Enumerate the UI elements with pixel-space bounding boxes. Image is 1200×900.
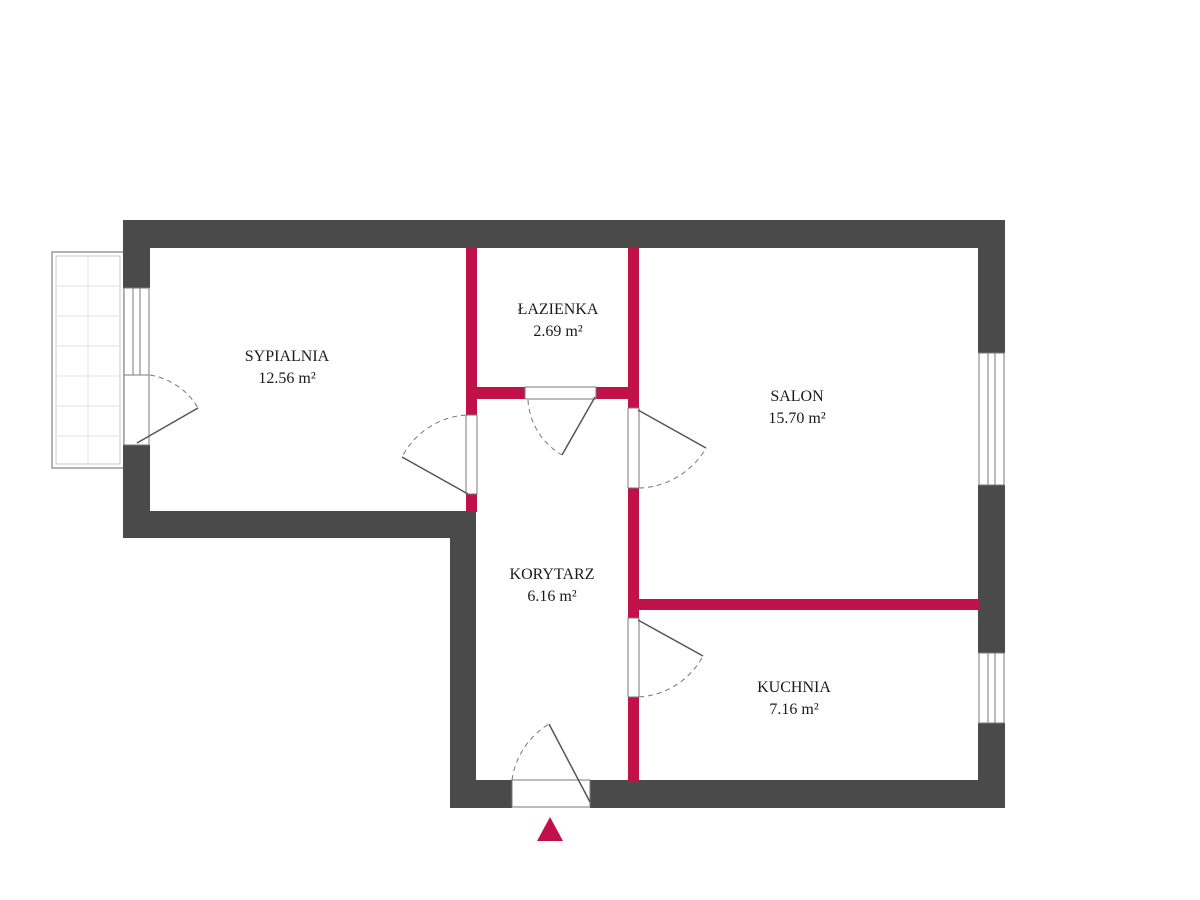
- door-swing-icon: [511, 723, 591, 808]
- room-area: 6.16 m²: [527, 588, 576, 605]
- room-area: 2.69 m²: [533, 323, 582, 340]
- door-swing-icon: [123, 374, 199, 446]
- outer-walls: [123, 220, 1005, 808]
- balcony-icon: [51, 251, 125, 469]
- window-icon: [978, 352, 1005, 486]
- room-area: 12.56 m²: [258, 370, 315, 387]
- inner-walls: [466, 247, 979, 782]
- room-name: SALON: [770, 388, 824, 405]
- room-kuchnia: KUCHNIA 7.16 m²: [757, 679, 831, 718]
- room-korytarz: KORYTARZ 6.16 m²: [510, 566, 595, 605]
- entrance-arrow-icon: [537, 817, 563, 841]
- door-swing-icon: [524, 386, 597, 456]
- room-name: KORYTARZ: [510, 566, 595, 583]
- room-name: ŁAZIENKA: [518, 301, 599, 318]
- door-swing-icon: [627, 407, 707, 489]
- window-icon: [978, 652, 1005, 724]
- room-sypialnia: SYPIALNIA 12.56 m²: [245, 348, 330, 387]
- room-name: KUCHNIA: [757, 679, 831, 696]
- room-name: SYPIALNIA: [245, 348, 330, 365]
- room-salon: SALON 15.70 m²: [768, 388, 825, 427]
- window-icon: [123, 287, 150, 376]
- door-swing-icon: [627, 617, 704, 698]
- room-area: 7.16 m²: [769, 701, 818, 718]
- door-swing-icon: [401, 414, 478, 495]
- room-lazienka: ŁAZIENKA 2.69 m²: [518, 301, 599, 340]
- room-area: 15.70 m²: [768, 410, 825, 427]
